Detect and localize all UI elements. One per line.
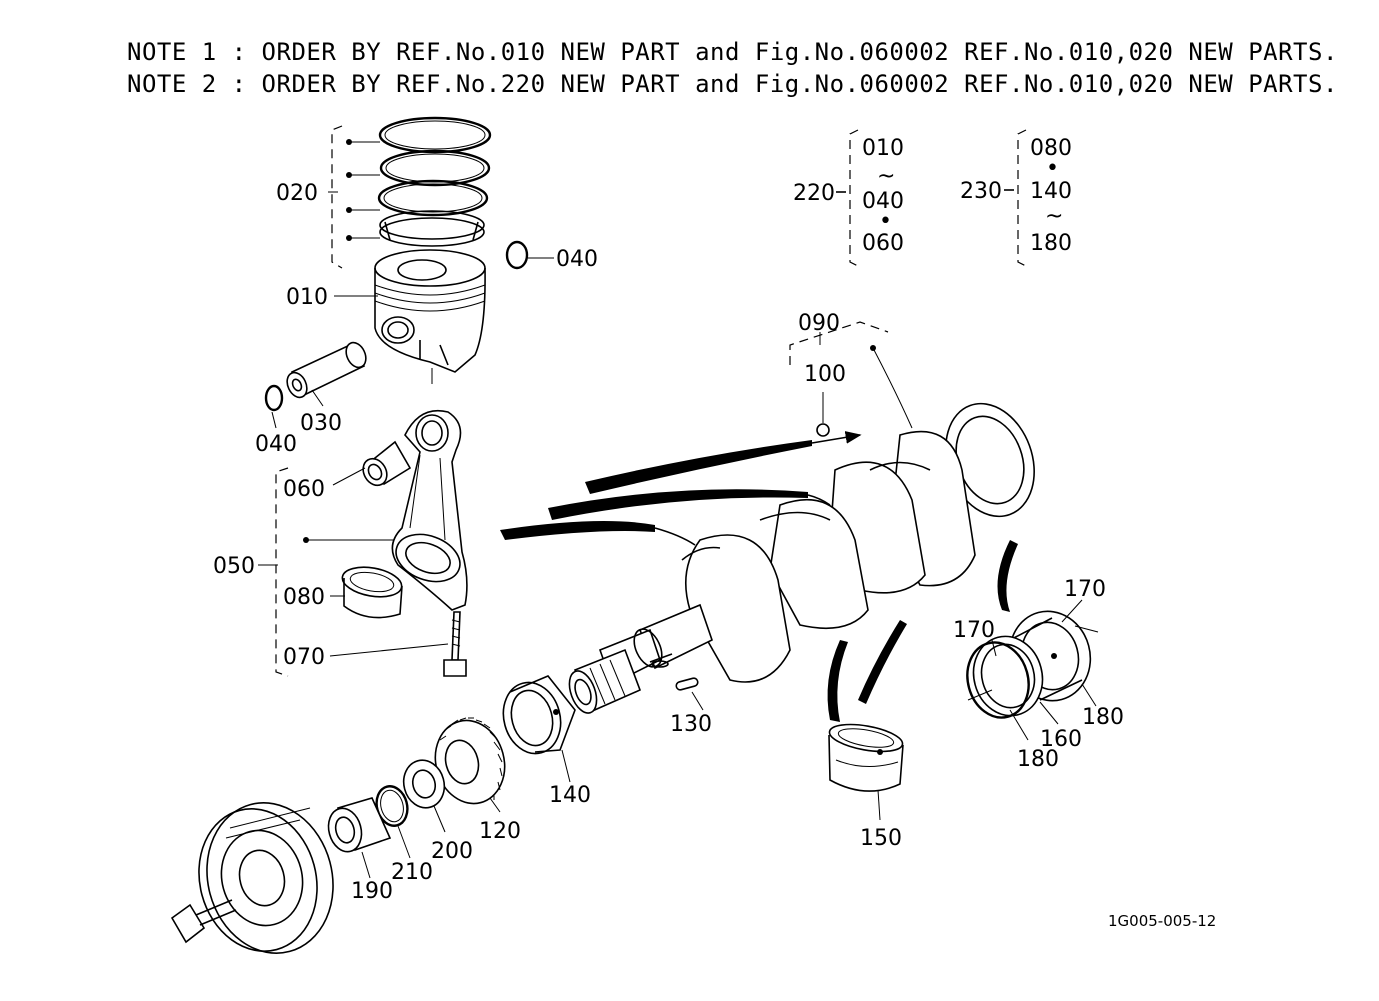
ref-120: 120	[479, 819, 521, 844]
pulley-bolt	[170, 899, 237, 944]
note-2: NOTE 2 : ORDER BY REF.No.220 NEW PART an…	[127, 70, 1338, 98]
group-230-item-5: 180	[1030, 231, 1072, 256]
plug	[816, 423, 830, 437]
ref-130: 130	[670, 712, 712, 737]
ref-060: 060	[283, 477, 325, 502]
group-220-item-3: 040	[862, 189, 904, 214]
drawing-code: 1G005-005-12	[1108, 912, 1216, 930]
main-bearing-rear	[966, 610, 1099, 719]
group-230-item-4: ~	[1045, 204, 1063, 229]
big-end-bearing	[341, 566, 403, 619]
collar	[327, 797, 392, 853]
group-230-ref: 230	[960, 179, 1002, 204]
ref-090: 090	[798, 311, 840, 336]
reference-labels: 020 010 040 030 040 060 050 080 070 090 …	[213, 181, 1124, 904]
piston	[374, 249, 486, 373]
crank-pulley	[198, 802, 334, 954]
circlip-upper	[505, 240, 529, 270]
piston-pin	[286, 341, 367, 399]
ref-010: 010	[286, 285, 328, 310]
piston-rings	[331, 116, 492, 269]
note-1: NOTE 1 : ORDER BY REF.No.010 NEW PART an…	[127, 38, 1338, 66]
assembly-arrows	[500, 431, 1018, 722]
group-220-item-4: •	[879, 209, 892, 234]
ref-200: 200	[431, 839, 473, 864]
circlip-lower	[264, 384, 284, 412]
crankshaft	[598, 321, 1035, 686]
main-bearing-intermediate	[828, 723, 904, 792]
group-230-item-2: •	[1046, 156, 1059, 181]
small-end-bushing	[362, 440, 412, 487]
ref-190: 190	[351, 879, 393, 904]
group-220-legend: 220 010 ~ 040 • 060	[793, 129, 904, 267]
group-230-item-1: 080	[1030, 136, 1072, 161]
crank-gear-sleeve	[568, 648, 642, 714]
ref-020: 020	[276, 181, 318, 206]
ref-140: 140	[549, 783, 591, 808]
ref-050: 050	[213, 554, 255, 579]
leader-lines	[258, 191, 1097, 879]
ref-100: 100	[804, 362, 846, 387]
connecting-rod	[275, 368, 468, 677]
group-220-item-5: 060	[862, 231, 904, 256]
ref-030: 030	[300, 411, 342, 436]
ref-170-left: 170	[953, 618, 995, 643]
ref-210: 210	[391, 860, 433, 885]
ref-040-upper: 040	[556, 247, 598, 272]
group-230-item-3: 140	[1030, 179, 1072, 204]
rod-bolt	[443, 611, 467, 677]
group-230-legend: 230 080 • 140 ~ 180	[960, 129, 1072, 267]
group-220-ref: 220	[793, 181, 835, 206]
main-bearing-front	[502, 675, 576, 755]
feather-key	[675, 677, 699, 691]
ref-040-lower: 040	[255, 432, 297, 457]
group-220-item-2: ~	[877, 164, 895, 189]
thrust-washer	[402, 759, 446, 809]
ref-070: 070	[283, 645, 325, 670]
ref-180-right: 180	[1082, 705, 1124, 730]
ref-160: 160	[1040, 727, 1082, 752]
ref-170-right: 170	[1064, 577, 1106, 602]
group-220-item-1: 010	[862, 136, 904, 161]
ref-080: 080	[283, 585, 325, 610]
ref-150: 150	[860, 826, 902, 851]
ref-180-left: 180	[1017, 747, 1059, 772]
